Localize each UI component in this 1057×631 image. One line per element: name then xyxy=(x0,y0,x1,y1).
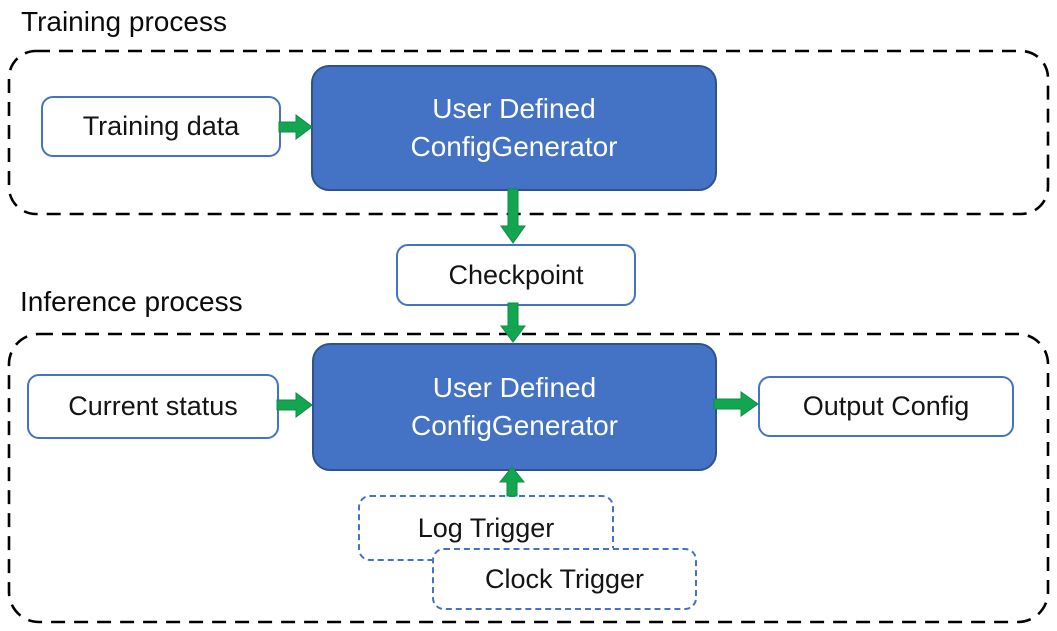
inference-generator-line1: User Defined xyxy=(432,372,597,403)
arrow-log-trigger-to-generator xyxy=(498,466,526,497)
arrow-training-data-to-generator xyxy=(278,114,313,140)
current-status-box: Current status xyxy=(27,374,279,439)
training-data-box: Training data xyxy=(41,96,281,157)
checkpoint-box: Checkpoint xyxy=(396,244,636,306)
inference-process-label: Inference process xyxy=(20,286,243,317)
inference-generator-box: User Defined ConfigGenerator xyxy=(312,343,717,471)
output-config-box: Output Config xyxy=(758,376,1014,437)
inference-generator-label: User Defined ConfigGenerator xyxy=(411,369,618,445)
training-generator-box: User Defined ConfigGenerator xyxy=(311,65,717,191)
training-generator-label: User Defined ConfigGenerator xyxy=(410,90,617,166)
training-generator-line2: ConfigGenerator xyxy=(410,131,618,162)
arrow-generator-to-checkpoint xyxy=(500,188,526,244)
training-generator-line1: User Defined xyxy=(432,93,596,124)
inference-generator-line2: ConfigGenerator xyxy=(410,410,618,441)
clock-trigger-box: Clock Trigger xyxy=(432,548,697,610)
arrow-current-status-to-generator xyxy=(276,392,313,418)
arrow-checkpoint-to-inference-generator xyxy=(500,302,526,343)
arrow-generator-to-output-config xyxy=(713,391,759,417)
training-process-label: Training process xyxy=(21,6,227,37)
